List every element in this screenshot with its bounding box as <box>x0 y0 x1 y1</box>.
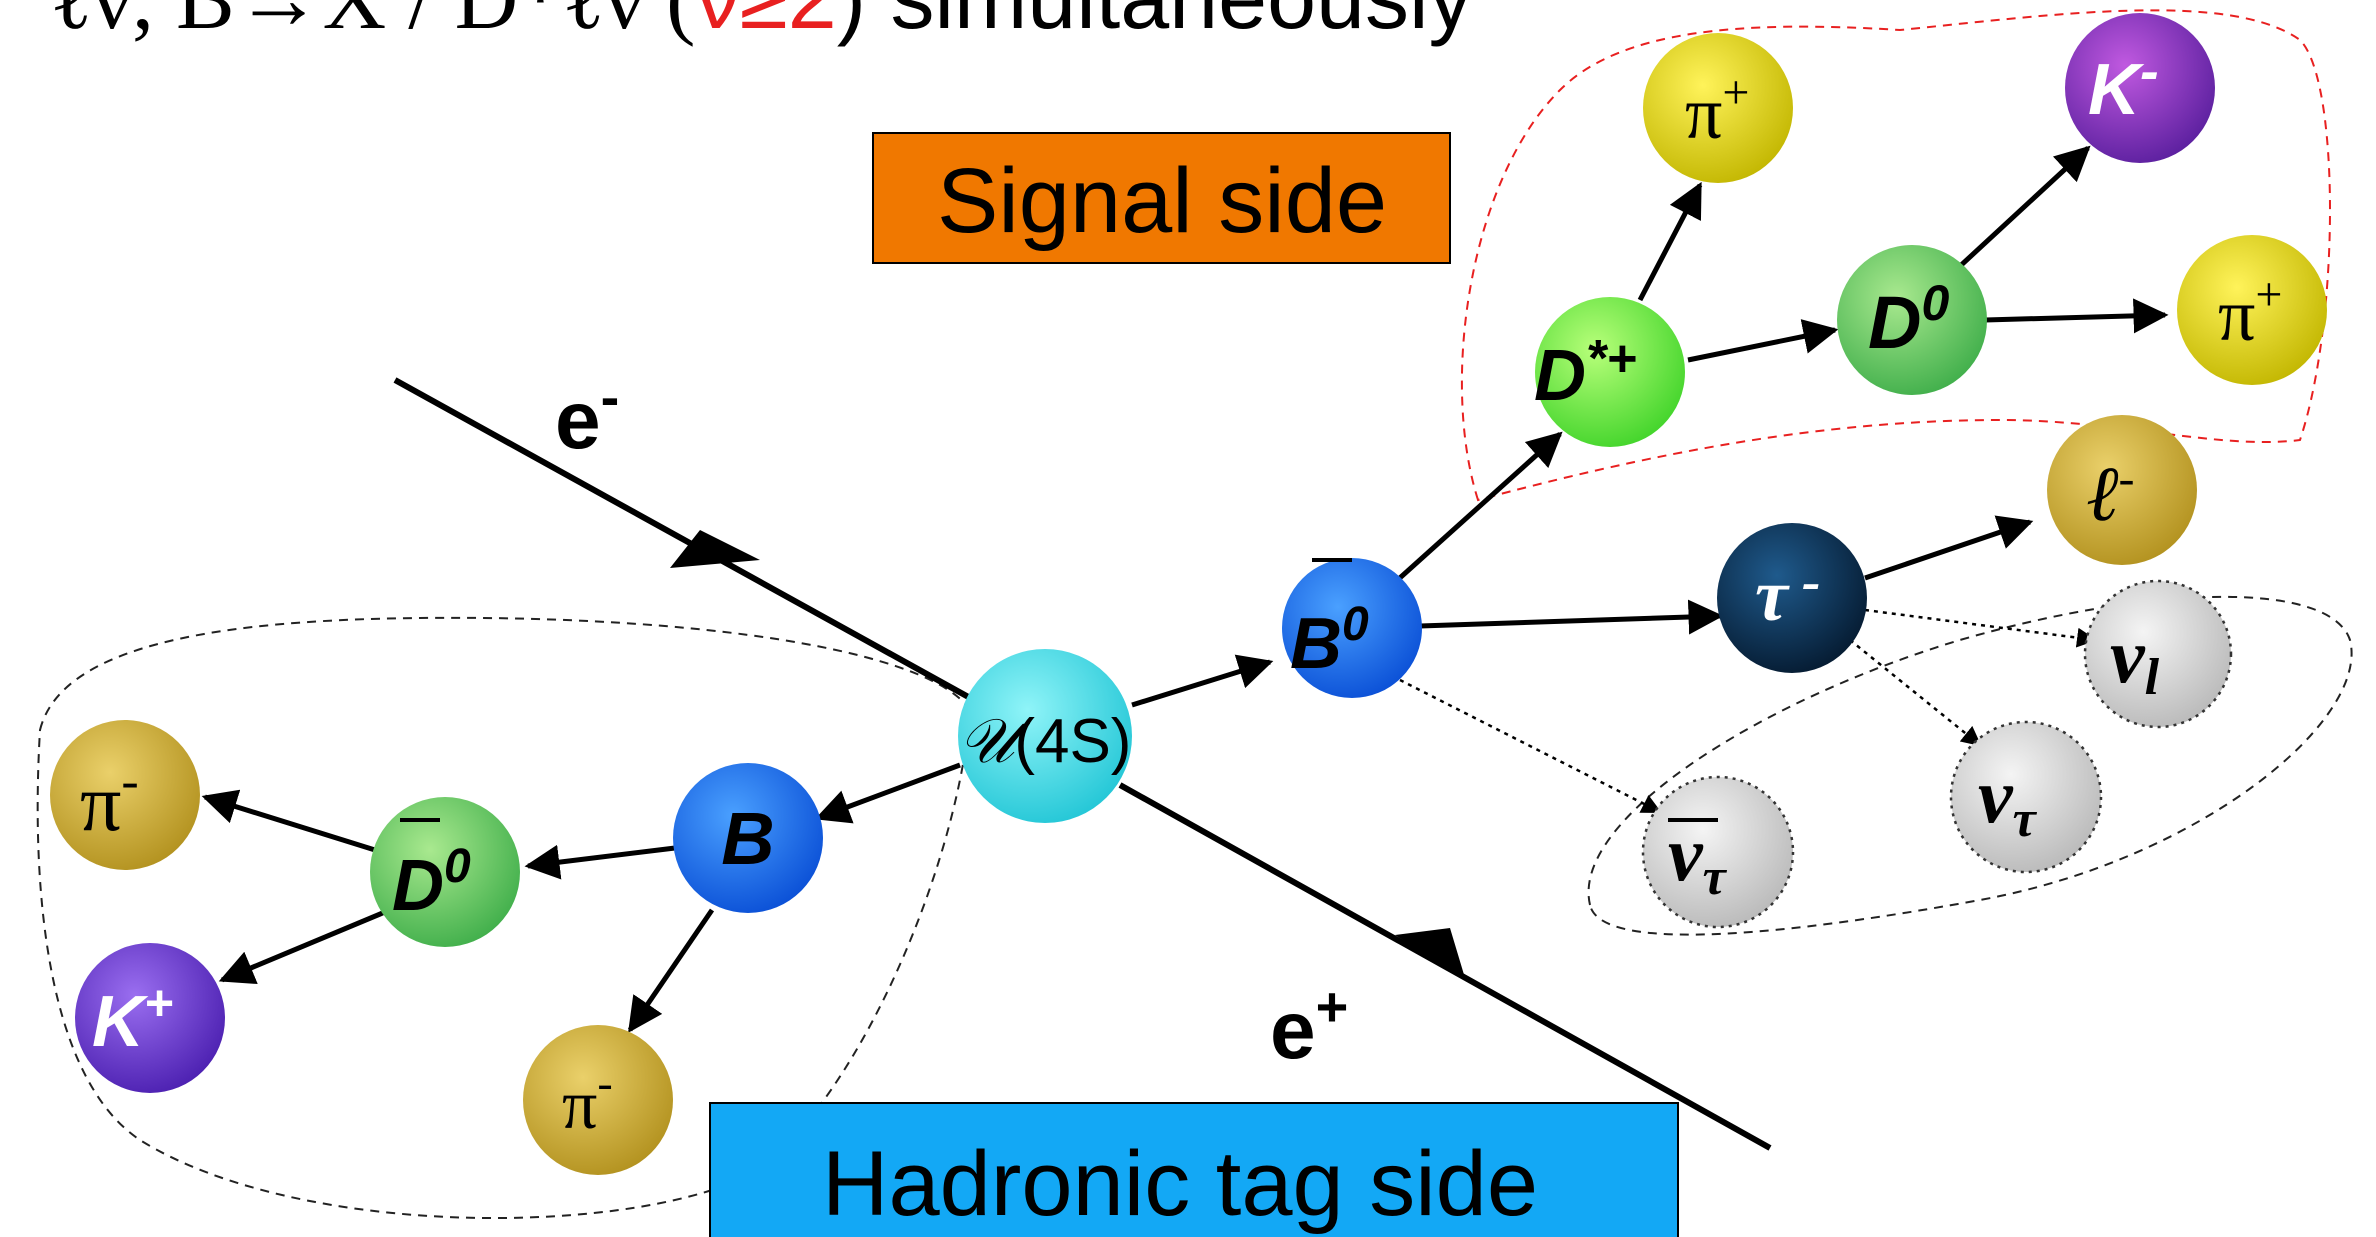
electron-beam-arrow <box>670 530 760 568</box>
svg-text:ντ: ντ <box>1978 752 2038 848</box>
positron-label: e+ <box>1270 975 1348 1076</box>
arrow-d0-to-kminus <box>1956 145 2091 270</box>
d-star-plus: D*+ <box>1534 297 1685 447</box>
arrow-bbar0-to-dstar <box>1390 431 1563 587</box>
header-title: ℓν, B→X / D*ℓν (ν≥2) simultaneously <box>50 0 1473 48</box>
pi-minus-left: π- <box>50 720 200 870</box>
positron-beam-line <box>1118 782 1772 1151</box>
svg-text:νl: νl <box>2110 612 2160 706</box>
lepton-minus: ℓ- <box>2047 415 2197 565</box>
signal-boundary <box>1460 9 2331 502</box>
arrow-d0bar-to-kplus <box>218 909 386 985</box>
svg-text:π-: π- <box>80 753 139 848</box>
pi-plus-right: π+ <box>2177 235 2327 385</box>
electron-label: e- <box>555 365 619 466</box>
tag-boundary <box>36 616 972 1220</box>
arrow-d0bar-to-piminus <box>201 789 376 853</box>
arrow-tau-to-lepton <box>1864 515 2034 581</box>
neutrino-tau: ντ <box>1949 720 2103 874</box>
tau-minus: τ - <box>1717 523 1867 673</box>
neutrino-boundary <box>1587 595 2353 936</box>
arrow-dstar-to-piplus <box>1637 181 1703 302</box>
positron-beam-arrow <box>1395 928 1465 978</box>
svg-text:D0: D0 <box>392 840 471 926</box>
d-zero-bar-tag: D0 <box>370 797 520 947</box>
svg-text:Hadronic tag side: Hadronic tag side <box>822 1133 1538 1235</box>
neutrino-arrows <box>1399 608 2097 814</box>
svg-text:ντ: ντ <box>1668 810 1728 906</box>
arrow-tau-to-nul <box>1864 608 2097 648</box>
pi-plus-top: π+ <box>1643 33 1793 183</box>
b-bar-zero: B0 <box>1282 558 1422 698</box>
arrow-bbar0-to-tau <box>1419 599 1724 635</box>
svg-text:D0: D0 <box>1868 275 1949 364</box>
svg-text:K-: K- <box>2088 39 2159 130</box>
svg-text:B0: B0 <box>1290 598 1369 684</box>
svg-text:B: B <box>721 797 774 880</box>
d-zero-signal: D0 <box>1837 245 1987 395</box>
neutrino-tau-bar: ντ <box>1641 775 1795 929</box>
svg-text:Signal side: Signal side <box>937 150 1387 252</box>
arrow-ups-to-b <box>814 762 961 824</box>
svg-text:D*+: D*+ <box>1534 330 1637 416</box>
pi-minus-bottom: π- <box>523 1025 673 1175</box>
arrow-b-to-piminus <box>627 908 715 1033</box>
tag-side-box: Hadronic tag side <box>709 1102 1679 1237</box>
b-meson: B <box>673 763 823 913</box>
svg-text:K+: K+ <box>92 975 173 1062</box>
signal-side-box: Signal side <box>872 132 1451 264</box>
svg-text:π+: π+ <box>1685 66 1749 155</box>
arrow-tau-to-nutau <box>1849 639 1982 747</box>
arrow-b-to-d0bar <box>524 844 676 880</box>
arrow-dstar-to-d0 <box>1687 319 1839 363</box>
arrow-d0-to-piplus <box>1984 298 2169 334</box>
svg-text:π+: π+ <box>2218 268 2282 357</box>
decay-arrows <box>201 145 2169 1033</box>
svg-text:π-: π- <box>562 1057 613 1144</box>
svg-text:𝒰(4S): 𝒰(4S) <box>959 707 1132 776</box>
k-plus: K+ <box>75 943 225 1093</box>
arrow-bbar0-to-nutaubar <box>1399 678 1662 814</box>
upsilon-4s: 𝒰(4S) <box>958 649 1132 823</box>
k-minus: K- <box>2065 13 2215 163</box>
svg-text:ℓ-: ℓ- <box>2086 450 2134 537</box>
svg-text:τ -: τ - <box>1755 551 1821 637</box>
arrow-ups-to-bbar0 <box>1131 654 1274 708</box>
neutrino-l: νl <box>2083 579 2233 729</box>
